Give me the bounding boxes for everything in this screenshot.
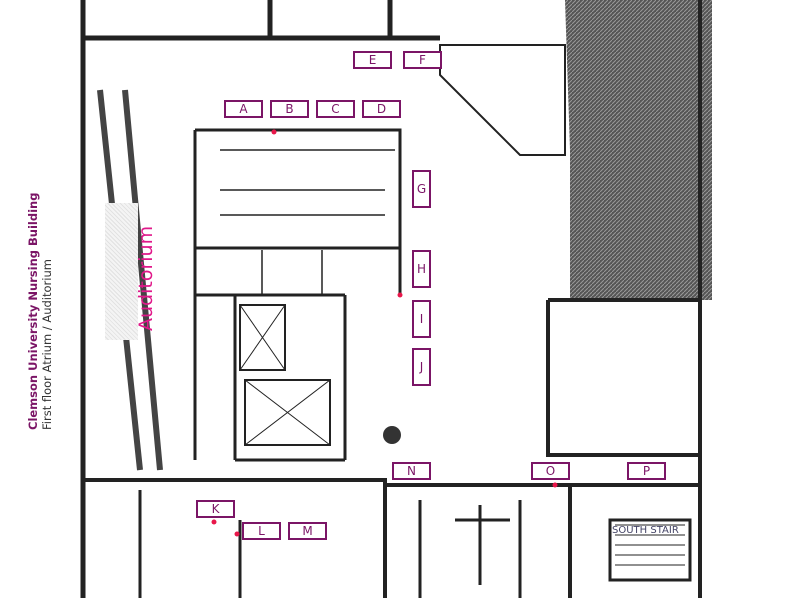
auditorium-label: Auditorium: [135, 225, 157, 331]
label-k[interactable]: K: [196, 500, 235, 518]
title-block: Clemson University Nursing Building Firs…: [26, 170, 54, 430]
label-c[interactable]: C: [316, 100, 355, 118]
label-m[interactable]: M: [288, 522, 327, 540]
label-i[interactable]: I: [412, 300, 431, 338]
label-o[interactable]: O: [531, 462, 570, 480]
label-a[interactable]: A: [224, 100, 263, 118]
label-l[interactable]: L: [242, 522, 281, 540]
hatched-area: [565, 0, 712, 300]
label-e[interactable]: E: [353, 51, 392, 69]
label-n[interactable]: N: [392, 462, 431, 480]
label-d[interactable]: D: [362, 100, 401, 118]
label-g[interactable]: G: [412, 170, 431, 208]
label-j[interactable]: J: [412, 348, 431, 386]
markers: [211, 129, 558, 537]
stair-label: SOUTH STAIR: [612, 525, 679, 536]
label-p[interactable]: P: [627, 462, 666, 480]
label-b[interactable]: B: [270, 100, 309, 118]
auditorium-tag: Auditorium: [105, 203, 157, 340]
label-f[interactable]: F: [403, 51, 442, 69]
floor-subtitle: First floor Atrium / Auditorium: [40, 259, 54, 430]
label-h[interactable]: H: [412, 250, 431, 288]
building-name: Clemson University Nursing Building: [26, 192, 40, 430]
walls: [80, 0, 702, 598]
column: [383, 426, 401, 444]
